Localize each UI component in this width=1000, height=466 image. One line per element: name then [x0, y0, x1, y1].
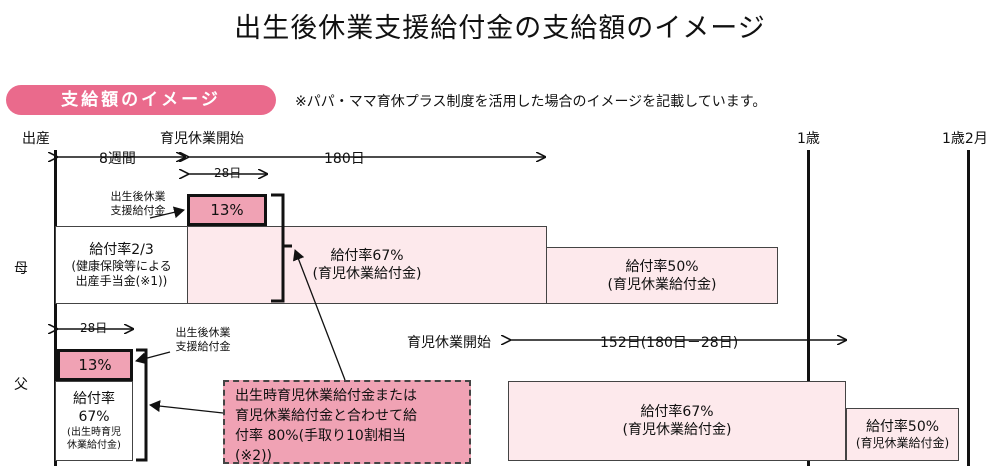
- mother-13pct-box: 13%: [187, 194, 267, 226]
- age1-2m-line: [967, 150, 970, 466]
- leave-start-label: 育児休業開始: [160, 131, 244, 147]
- father-leave-start-label: 育児休業開始: [407, 335, 491, 351]
- father-rate50-box: 給付率50% (育児休業給付金): [846, 408, 959, 461]
- mother-rate50-box: 給付率50% (育児休業給付金): [546, 247, 778, 304]
- father-bracket: [136, 348, 148, 462]
- age1-2m-label: 1歳2月: [942, 131, 988, 147]
- father-13pct-box: 13%: [57, 349, 133, 381]
- mother-bracket: [271, 193, 285, 303]
- note-text: ※パパ・ママ育休プラス制度を活用した場合のイメージを記載しています。: [295, 94, 767, 110]
- father-support-pointer: [135, 351, 171, 365]
- mother-rate67-box: 給付率67% (育児休業給付金): [187, 226, 547, 304]
- father-initial-box: 給付率 67% (出生時育児 休業給付金): [55, 381, 133, 461]
- father-rate67-box: 給付率67% (育児休業給付金): [508, 381, 846, 461]
- section-badge: 支給額のイメージ: [6, 85, 276, 115]
- callout-arrow-mother: [292, 249, 346, 381]
- mother-support-pointer: [149, 206, 185, 219]
- father-support-label: 出生後休業支援給付金: [175, 326, 231, 353]
- birth-label: 出産: [22, 131, 50, 147]
- callout-box: 出生時育児休業給付金または 育児休業給付金と合わせて給 付率 80%(手取り10…: [223, 380, 471, 464]
- age1-label: 1歳: [797, 131, 820, 147]
- father-row-label: 父: [14, 377, 28, 393]
- mother-row-label: 母: [14, 261, 28, 277]
- age1-line: [807, 150, 810, 466]
- mother-maternity-box: 給付率2/3 (健康保険等による 出産手当金(※1)): [55, 226, 188, 304]
- page-title: 出生後休業支援給付金の支給額のイメージ: [234, 13, 766, 44]
- mother-support-label: 出生後休業支援給付金: [110, 190, 166, 217]
- callout-arrow-father: [149, 400, 224, 414]
- birth-line: [54, 150, 57, 466]
